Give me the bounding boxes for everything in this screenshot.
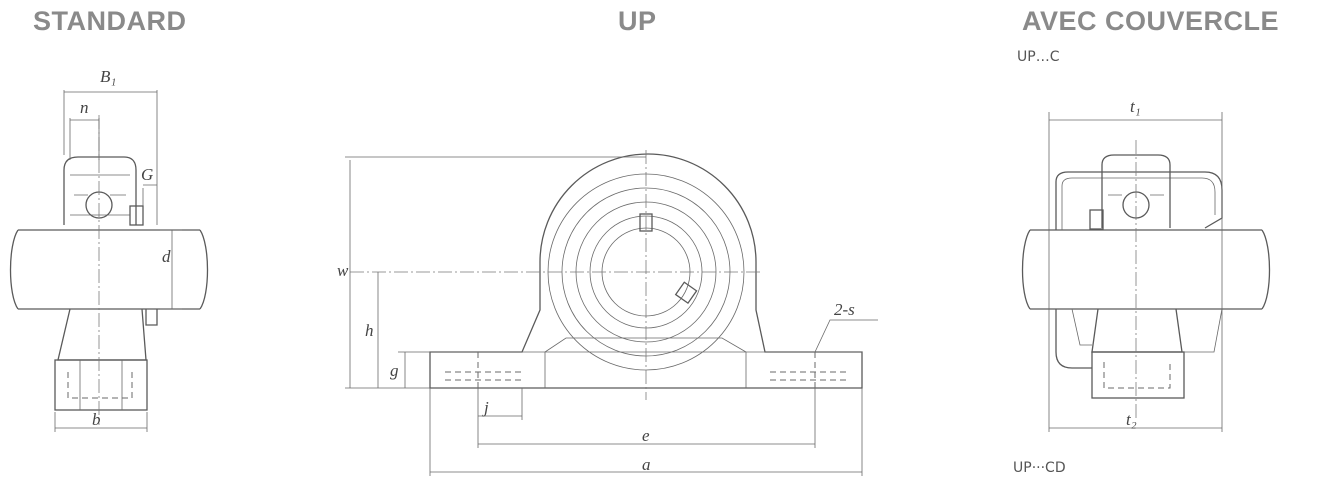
- label-a: a: [642, 455, 651, 474]
- label-n: n: [80, 98, 89, 117]
- up-front-view: w h g j e a 2-s: [337, 150, 878, 476]
- label-g-upper: G: [141, 165, 153, 184]
- cover-side-view: t₁ t₂: [1021, 97, 1271, 432]
- label-g: g: [390, 361, 399, 380]
- cover-code: UP…C: [1017, 49, 1060, 65]
- heading-standard: STANDARD: [33, 6, 187, 36]
- label-e: e: [642, 426, 650, 445]
- label-j: j: [482, 398, 489, 417]
- standard-side-view: B₁ n G d b: [9, 67, 209, 432]
- label-w: w: [337, 261, 349, 280]
- label-2s: 2-s: [834, 300, 855, 319]
- cd-code: UP···CD: [1013, 460, 1066, 476]
- heading-up: UP: [618, 6, 657, 36]
- label-t2: t₂: [1126, 410, 1137, 429]
- label-t1: t₁: [1130, 97, 1141, 116]
- heading-cover: AVEC COUVERCLE: [1022, 6, 1280, 36]
- label-b: b: [92, 410, 101, 429]
- label-d: d: [162, 247, 171, 266]
- label-b1: B₁: [100, 67, 116, 86]
- label-h: h: [365, 321, 374, 340]
